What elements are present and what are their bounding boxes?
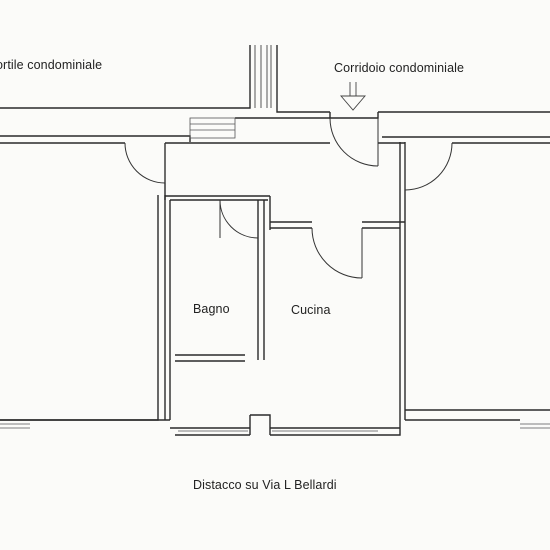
- label-distacco: Distacco su Via L Bellardi: [193, 478, 337, 492]
- corridor-window: [189, 117, 236, 139]
- corridor-band: [0, 45, 550, 142]
- facade-windows: [0, 423, 550, 432]
- entrance-arrow-icon: [340, 82, 366, 111]
- door-main-entrance: [329, 117, 379, 167]
- right-apartment-walls: [405, 142, 550, 421]
- label-bagno: Bagno: [193, 302, 230, 316]
- central-walls: [165, 142, 406, 420]
- door-right: [404, 142, 453, 191]
- label-cucina: Cucina: [291, 303, 331, 317]
- door-bathroom: [219, 199, 259, 239]
- doors: [124, 117, 453, 279]
- door-kitchen: [311, 227, 363, 279]
- left-apartment-walls: [0, 142, 166, 421]
- label-cortile: ortile condominiale: [0, 58, 103, 72]
- bottom-facade: [0, 414, 401, 436]
- shaft: [254, 45, 272, 108]
- door-left-entrance: [124, 142, 166, 184]
- label-corridoio: Corridoio condominiale: [334, 61, 465, 75]
